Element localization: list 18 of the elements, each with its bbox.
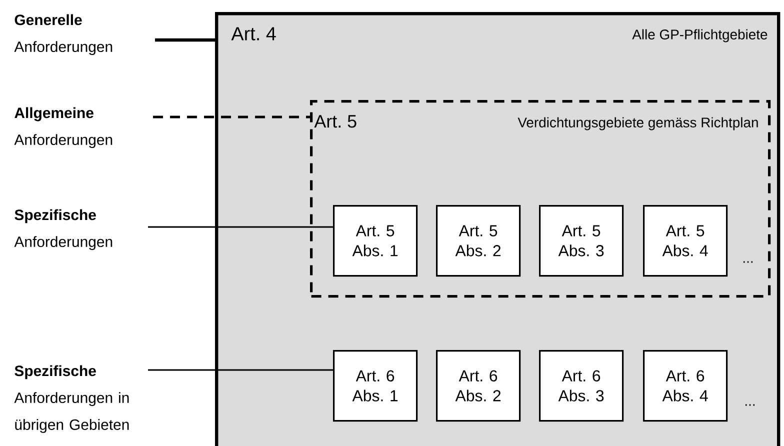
side-label: Spezifische Anforderungen — [14, 209, 112, 250]
connector-line — [148, 369, 333, 371]
article-box: Art. 6 Abs. 4 — [643, 350, 728, 422]
article-box: Art. 6 Abs. 2 — [436, 350, 521, 422]
article-box: Art. 5 Abs. 2 — [436, 205, 521, 277]
article-box: Art. 5 Abs. 4 — [643, 205, 728, 277]
ellipsis: ... — [743, 261, 753, 263]
article-box: Art. 6 Abs. 3 — [539, 350, 624, 422]
side-label: Generelle Anforderungen — [14, 14, 112, 56]
connector-line — [155, 38, 215, 42]
connector-line — [148, 226, 333, 228]
article-box: Art. 5 Abs. 3 — [539, 205, 624, 277]
article-box: Art. 5 Abs. 1 — [333, 205, 418, 277]
article-box: Art. 6 Abs. 1 — [333, 350, 418, 422]
ellipsis: ... — [745, 404, 755, 406]
side-label: Allgemeine Anforderungen — [14, 107, 112, 148]
connector-line — [153, 116, 310, 118]
side-label: Spezifische Anforderungen in übrigen Gebieten — [14, 365, 129, 433]
